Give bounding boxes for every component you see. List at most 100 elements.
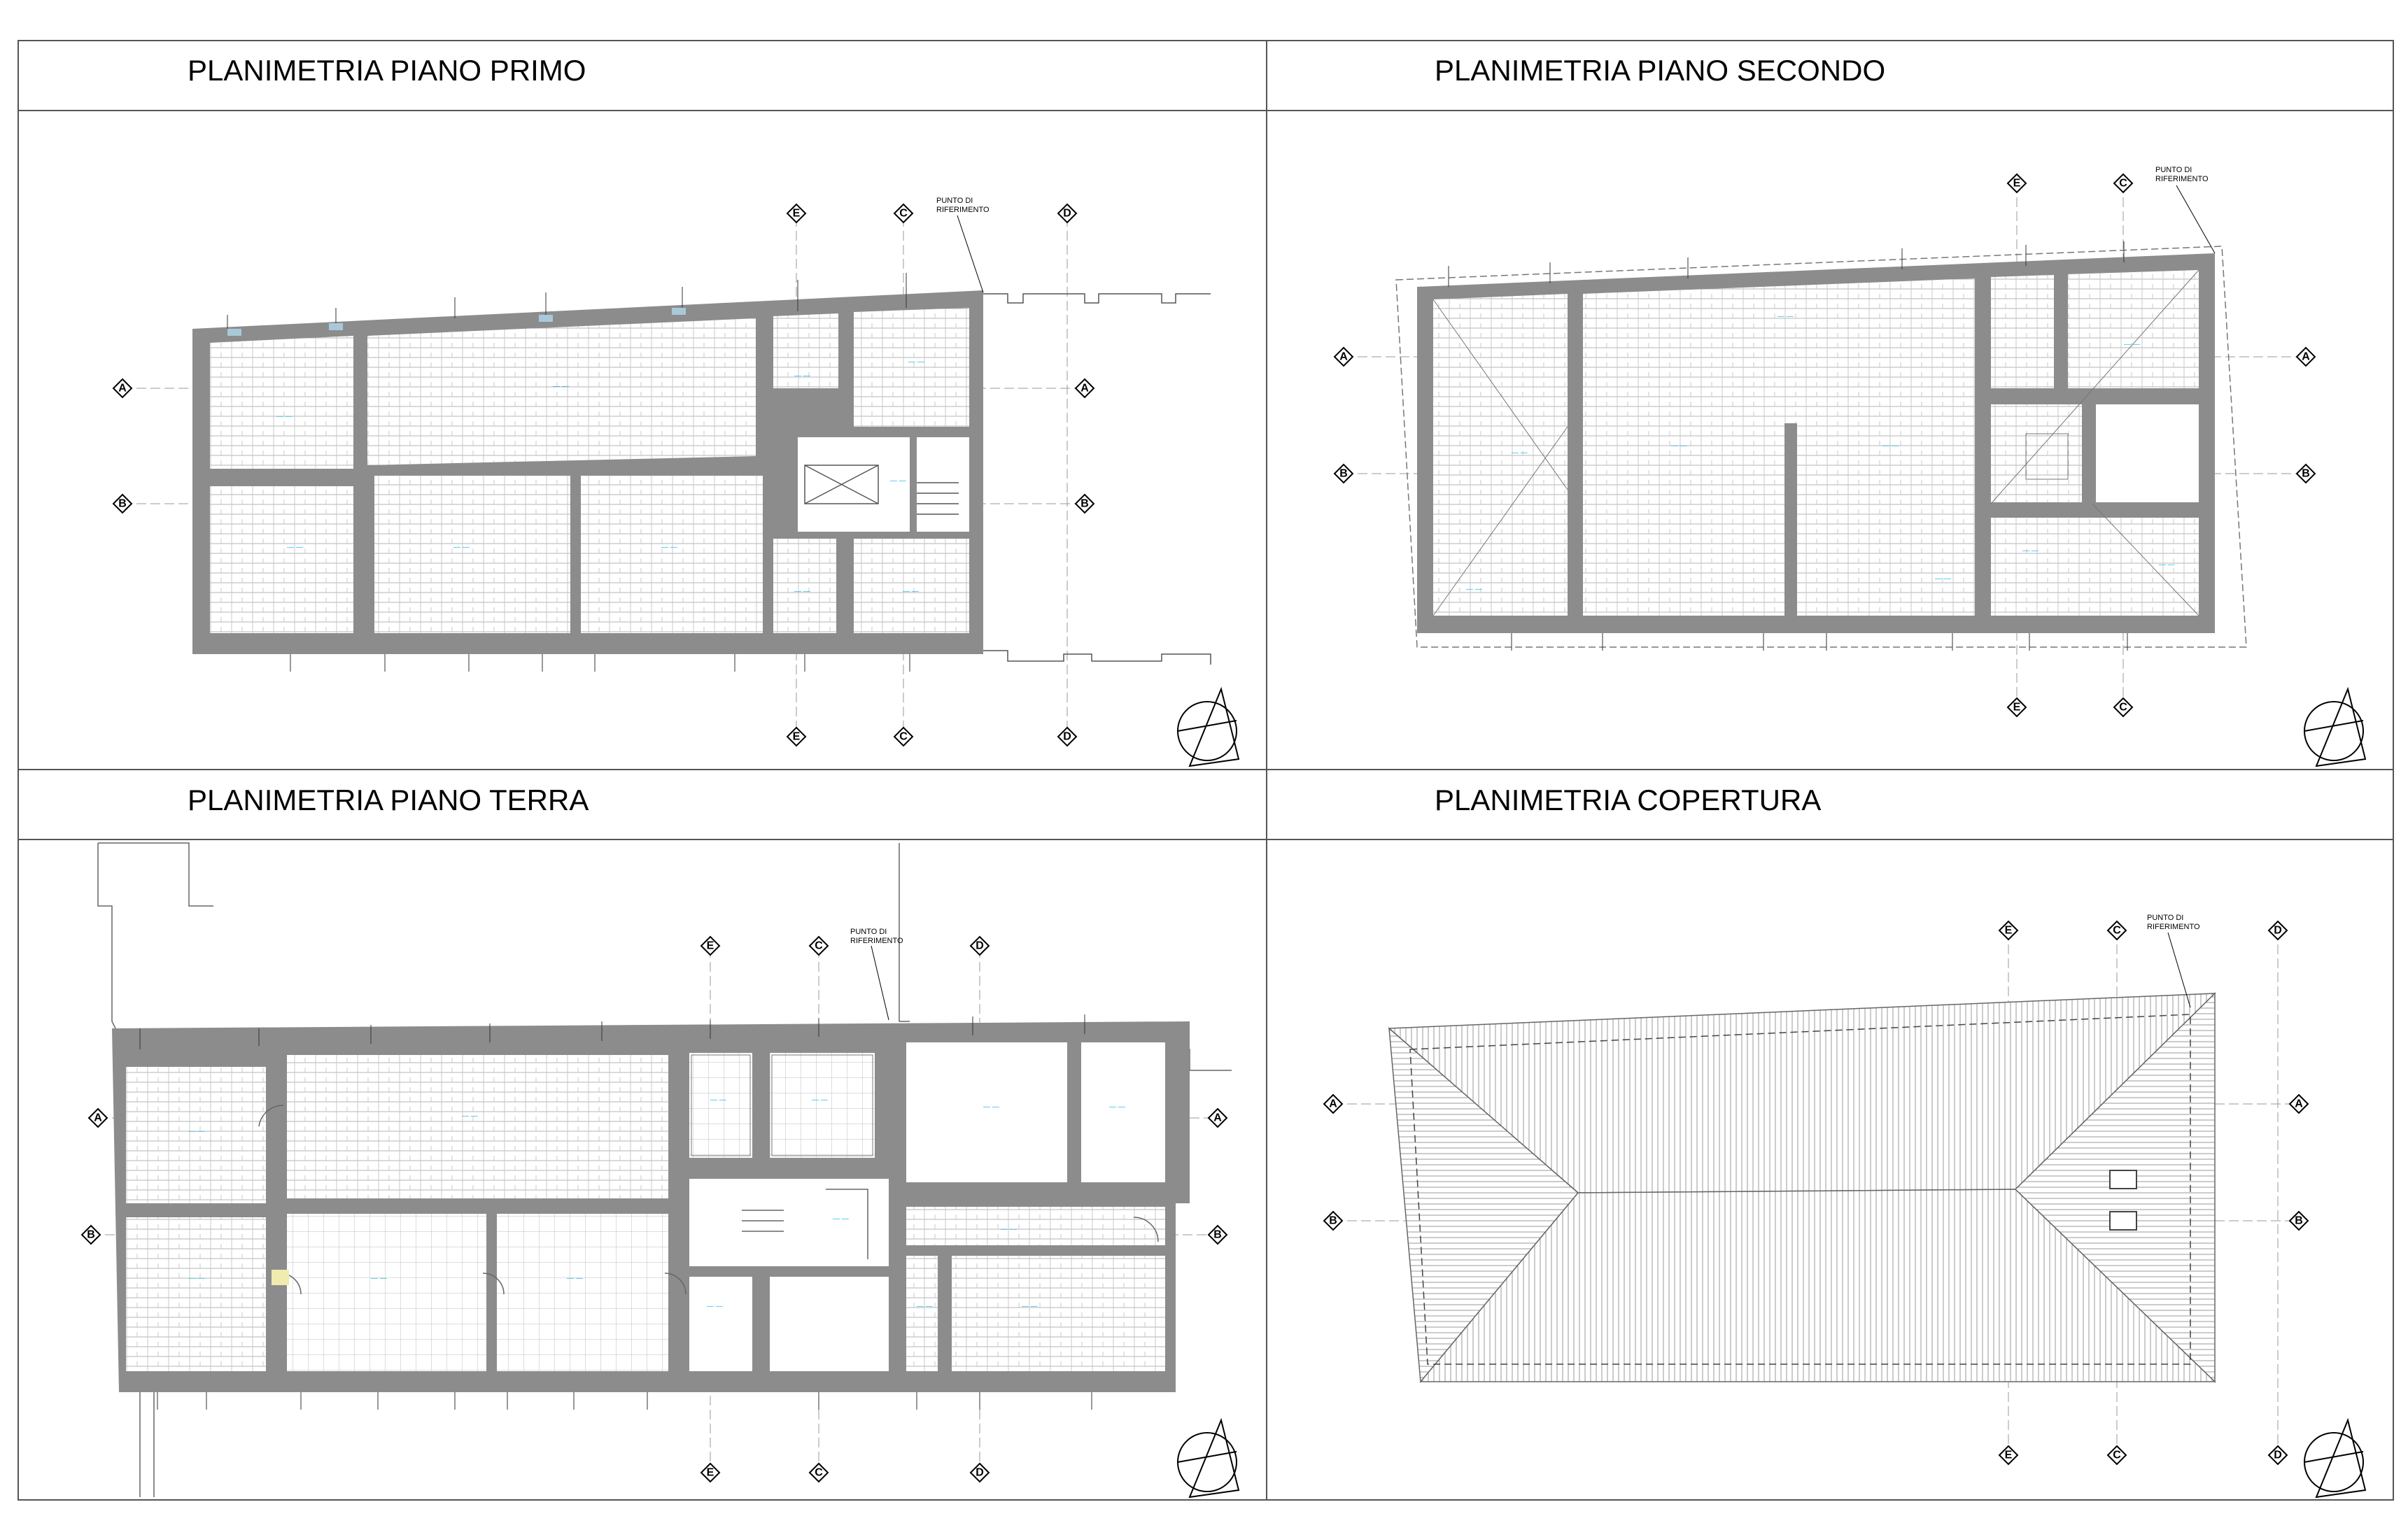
svg-text:B: B (87, 1229, 95, 1241)
grid-bubble-a-left: A (87, 1107, 108, 1128)
north-arrow-icon (1177, 1417, 1240, 1499)
svg-text:— —: — — (833, 1215, 849, 1223)
grid-bubble-e-bottom: E (786, 726, 807, 747)
svg-text:— —: — — (1671, 442, 1687, 450)
grid-bubble-d-top: D (2267, 920, 2288, 941)
primo-room-tags: — — — — — — — — — — — — — — — — — — — — (276, 358, 924, 595)
panel-title-piano-terra: PLANIMETRIA PIANO TERRA (188, 784, 589, 816)
secondo-room-tags: — — — — — — — — — — — — — — — — — — (1466, 313, 2175, 593)
terra-grid-bubbles: A B A B E C D E C D (80, 935, 1228, 1483)
secondo-punto-label-2: RIFERIMENTO (2155, 175, 2209, 183)
svg-text:— —: — — (462, 1112, 478, 1120)
grid-bubble-a-right: A (1074, 378, 1095, 399)
primo-punto-label-2: RIFERIMENTO (936, 206, 990, 214)
primo-rooms (210, 308, 969, 633)
svg-text:— —: — — (1466, 586, 1482, 593)
panel-title-copertura: PLANIMETRIA COPERTURA (1435, 784, 1821, 816)
grid-bubble-e-bottom: E (1998, 1445, 2019, 1466)
roof-planes (1388, 992, 2216, 1383)
svg-text:B: B (2295, 1215, 2303, 1227)
grid-bubble-e-top: E (700, 935, 721, 956)
svg-text:— —: — — (371, 1275, 387, 1282)
svg-text:— —: — — (189, 1275, 205, 1282)
north-arrow-icon (1177, 686, 1240, 767)
grid-bubble-b-left: B (112, 493, 133, 514)
svg-text:— —: — — (1882, 442, 1899, 450)
svg-text:— —: — — (903, 588, 919, 595)
grid-bubble-a-left: A (112, 378, 133, 399)
copertura-punto-label-2: RIFERIMENTO (2147, 923, 2200, 931)
terra-room-tags: — — — — — — — — — — — — — — — — — — — — … (189, 1096, 1125, 1310)
svg-text:C: C (2119, 178, 2127, 190)
svg-text:— —: — — (2022, 547, 2039, 555)
grid-bubble-d-top: D (969, 935, 990, 956)
svg-text:B: B (118, 498, 127, 510)
svg-text:A: A (1213, 1112, 1222, 1124)
svg-text:C: C (899, 731, 908, 743)
svg-text:E: E (2013, 702, 2021, 714)
grid-bubble-c-bottom: C (2106, 1445, 2127, 1466)
plan-piano-secondo: — — — — — — — — — — — — — — — — — — A B … (1333, 166, 2367, 767)
svg-text:D: D (976, 940, 984, 952)
svg-text:— —: — — (794, 588, 810, 595)
secondo-grid-bubbles: A B A B E C E C (1333, 173, 2316, 718)
grid-bubble-e-top: E (2006, 173, 2027, 194)
svg-text:— —: — — (2124, 341, 2140, 348)
sheet-frame (17, 40, 2394, 1501)
svg-text:— —: — — (661, 544, 677, 551)
grid-bubble-d-bottom: D (969, 1462, 990, 1483)
svg-text:— —: — — (1935, 575, 1951, 583)
svg-text:— —: — — (2159, 561, 2175, 569)
svg-text:B: B (1329, 1215, 1337, 1227)
svg-text:— —: — — (1512, 449, 1528, 457)
svg-text:— —: — — (287, 544, 303, 551)
svg-text:B: B (2302, 468, 2310, 480)
grid-bubble-b-right: B (2295, 463, 2316, 484)
grid-bubble-b-left: B (1323, 1210, 1344, 1231)
grid-bubble-e-bottom: E (2006, 697, 2027, 718)
svg-text:D: D (976, 1467, 984, 1479)
grid-bubble-d-bottom: D (1057, 726, 1078, 747)
svg-text:A: A (2302, 351, 2310, 363)
svg-text:D: D (2274, 925, 2282, 937)
svg-text:A: A (1329, 1098, 1337, 1110)
svg-text:— —: — — (812, 1096, 828, 1104)
svg-text:E: E (793, 208, 801, 220)
svg-text:C: C (2119, 702, 2127, 714)
grid-bubble-c-bottom: C (2113, 697, 2134, 718)
grid-bubble-c-bottom: C (808, 1462, 829, 1483)
terra-rooms (126, 1042, 1165, 1371)
svg-text:E: E (707, 940, 714, 952)
svg-text:— —: — — (794, 372, 810, 380)
grid-bubble-b-right: B (2288, 1210, 2309, 1231)
plan-piano-primo: — — — — — — — — — — — — — — — — — — — — … (112, 197, 1240, 767)
svg-text:B: B (1080, 498, 1089, 510)
svg-text:— —: — — (710, 1096, 726, 1104)
svg-text:— —: — — (276, 413, 293, 420)
primo-grid-bubbles: A B A B E C D E C D (112, 203, 1095, 747)
svg-text:— —: — — (1777, 313, 1794, 320)
primo-punto-label-1: PUNTO DI (936, 197, 973, 205)
svg-text:A: A (118, 383, 127, 395)
svg-text:— —: — — (908, 358, 924, 366)
copertura-grid-bubbles: A B A B E C D E C D (1323, 920, 2309, 1466)
svg-text:— —: — — (983, 1103, 999, 1111)
secondo-rooms (1433, 270, 2199, 616)
svg-text:B: B (1213, 1229, 1222, 1241)
svg-text:D: D (1063, 731, 1071, 743)
panel-title-piano-secondo: PLANIMETRIA PIANO SECONDO (1435, 54, 1885, 87)
grid-bubble-a-right: A (1207, 1107, 1228, 1128)
north-arrow-icon (2304, 1417, 2367, 1499)
svg-text:E: E (793, 731, 801, 743)
terra-punto-label-1: PUNTO DI (850, 928, 887, 936)
plan-copertura: A B A B E C D E C D PUNTO DI RIFERIMENTO (1323, 914, 2367, 1499)
svg-text:— —: — — (567, 1275, 583, 1282)
grid-bubble-c-top: C (893, 203, 914, 224)
svg-text:A: A (94, 1112, 102, 1124)
svg-text:— —: — — (707, 1303, 723, 1310)
svg-text:C: C (815, 940, 823, 952)
svg-text:A: A (1080, 383, 1089, 395)
svg-text:C: C (2113, 925, 2121, 937)
grid-bubble-e-top: E (786, 203, 807, 224)
